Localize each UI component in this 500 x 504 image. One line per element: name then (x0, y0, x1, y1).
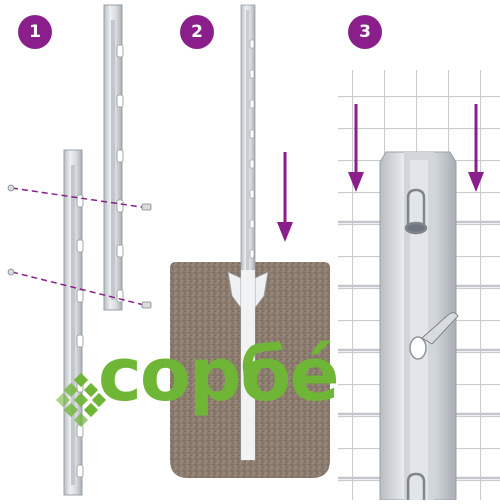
post-lower (63, 149, 84, 496)
down-arrow-icon-right (468, 104, 484, 192)
post-upper (103, 4, 124, 311)
step-1-panel (7, 4, 152, 496)
post-driven (227, 4, 269, 461)
hook-clip-bottom (406, 472, 426, 500)
bolt-guides (11, 187, 149, 307)
step-badge-2: 2 (180, 15, 214, 49)
bolt-icon-closeup (409, 312, 459, 360)
hook-clip-icon (404, 188, 428, 235)
bolt-icon (7, 184, 152, 309)
down-arrow-icon (277, 152, 293, 242)
step-2-panel (170, 4, 330, 478)
logo-mark-icon (55, 372, 107, 428)
step-badge-1: 1 (18, 15, 52, 49)
step-badge-3: 3 (348, 15, 382, 49)
step-3-panel (338, 70, 500, 501)
brand-logo-text: сорбé (98, 332, 340, 418)
post-closeup (379, 151, 457, 501)
down-arrow-icon-left (348, 104, 364, 192)
